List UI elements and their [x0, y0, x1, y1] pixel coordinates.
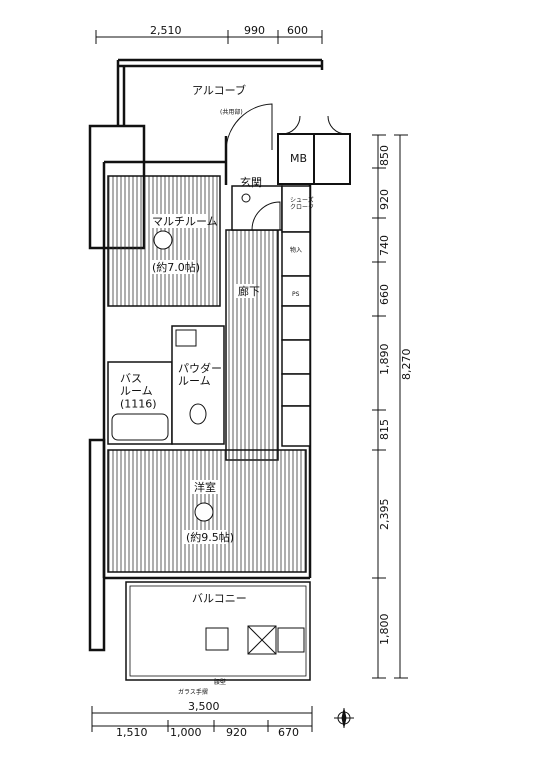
storage-column	[281, 185, 311, 447]
balcony	[125, 581, 311, 681]
western-light-icon	[194, 502, 214, 522]
multi-room-label-bg	[150, 214, 206, 228]
hallway-label-bg	[236, 284, 256, 298]
washbasin-icon	[175, 329, 197, 347]
alcove-door-swing	[225, 103, 273, 151]
multi-room-size: (約7.0帖)	[152, 260, 200, 274]
western-size-bg	[184, 530, 226, 544]
shoes-cloak-label: シューズクローク	[290, 196, 314, 211]
ceiling-light-icon	[153, 230, 173, 250]
right-dim-6: 815	[378, 419, 391, 440]
bathtub-icon	[111, 413, 169, 441]
bottom-dim-total: 3,500	[188, 700, 220, 713]
top-dimension-line	[95, 30, 323, 44]
powder-label: パウダールーム	[178, 361, 222, 388]
compass-icon	[334, 708, 354, 728]
toilet-icon	[189, 403, 207, 425]
western-size: (約9.5帖)	[186, 530, 234, 544]
alcove-note: (共用部)	[220, 108, 243, 116]
right-dim-5: 1,890	[378, 344, 391, 376]
balcony-label: バルコニー	[192, 592, 247, 605]
mb-closet	[277, 115, 351, 185]
entrance-door-swing	[251, 201, 281, 231]
multi-room-size-bg	[150, 260, 194, 274]
glass-rail-label: ガラス手摺	[178, 688, 208, 696]
handrail-label: 腰壁	[214, 678, 226, 686]
bottom-dim-4: 670	[278, 726, 299, 739]
right-dim-total: 8,270	[400, 349, 413, 381]
entrance-area	[231, 185, 283, 231]
right-dim-2: 920	[378, 189, 391, 210]
multi-room-label: マルチルーム	[152, 215, 218, 228]
top-dim-3: 600	[287, 24, 308, 37]
right-dim-8: 1,800	[378, 614, 391, 646]
mb-label: MB	[290, 152, 307, 165]
bottom-dim-1: 1,510	[116, 726, 148, 739]
right-dim-1: 850	[378, 145, 391, 166]
bottom-dimension-lines	[91, 706, 313, 732]
right-dim-3: 740	[378, 235, 391, 256]
entrance-label: 玄関	[240, 175, 262, 189]
hallway-label: 廊下	[238, 284, 260, 298]
western-label-bg	[190, 480, 218, 494]
western-label: 洋室	[194, 480, 216, 494]
bath-label: バスルーム(1116)	[120, 372, 157, 410]
right-dim-4: 660	[378, 284, 391, 305]
top-dim-2: 990	[244, 24, 265, 37]
top-dim-1: 2,510	[150, 24, 182, 37]
entrance-light-icon	[241, 193, 251, 203]
bottom-dim-3: 920	[226, 726, 247, 739]
ps-label: PS	[292, 291, 300, 298]
right-dim-7: 2,395	[378, 499, 391, 531]
storage-label: 物入	[290, 246, 302, 254]
alcove-label: アルコーブ	[192, 83, 246, 97]
right-dimension-lines	[372, 134, 408, 679]
hallway-floor	[225, 229, 279, 461]
bottom-dim-2: 1,000	[170, 726, 202, 739]
